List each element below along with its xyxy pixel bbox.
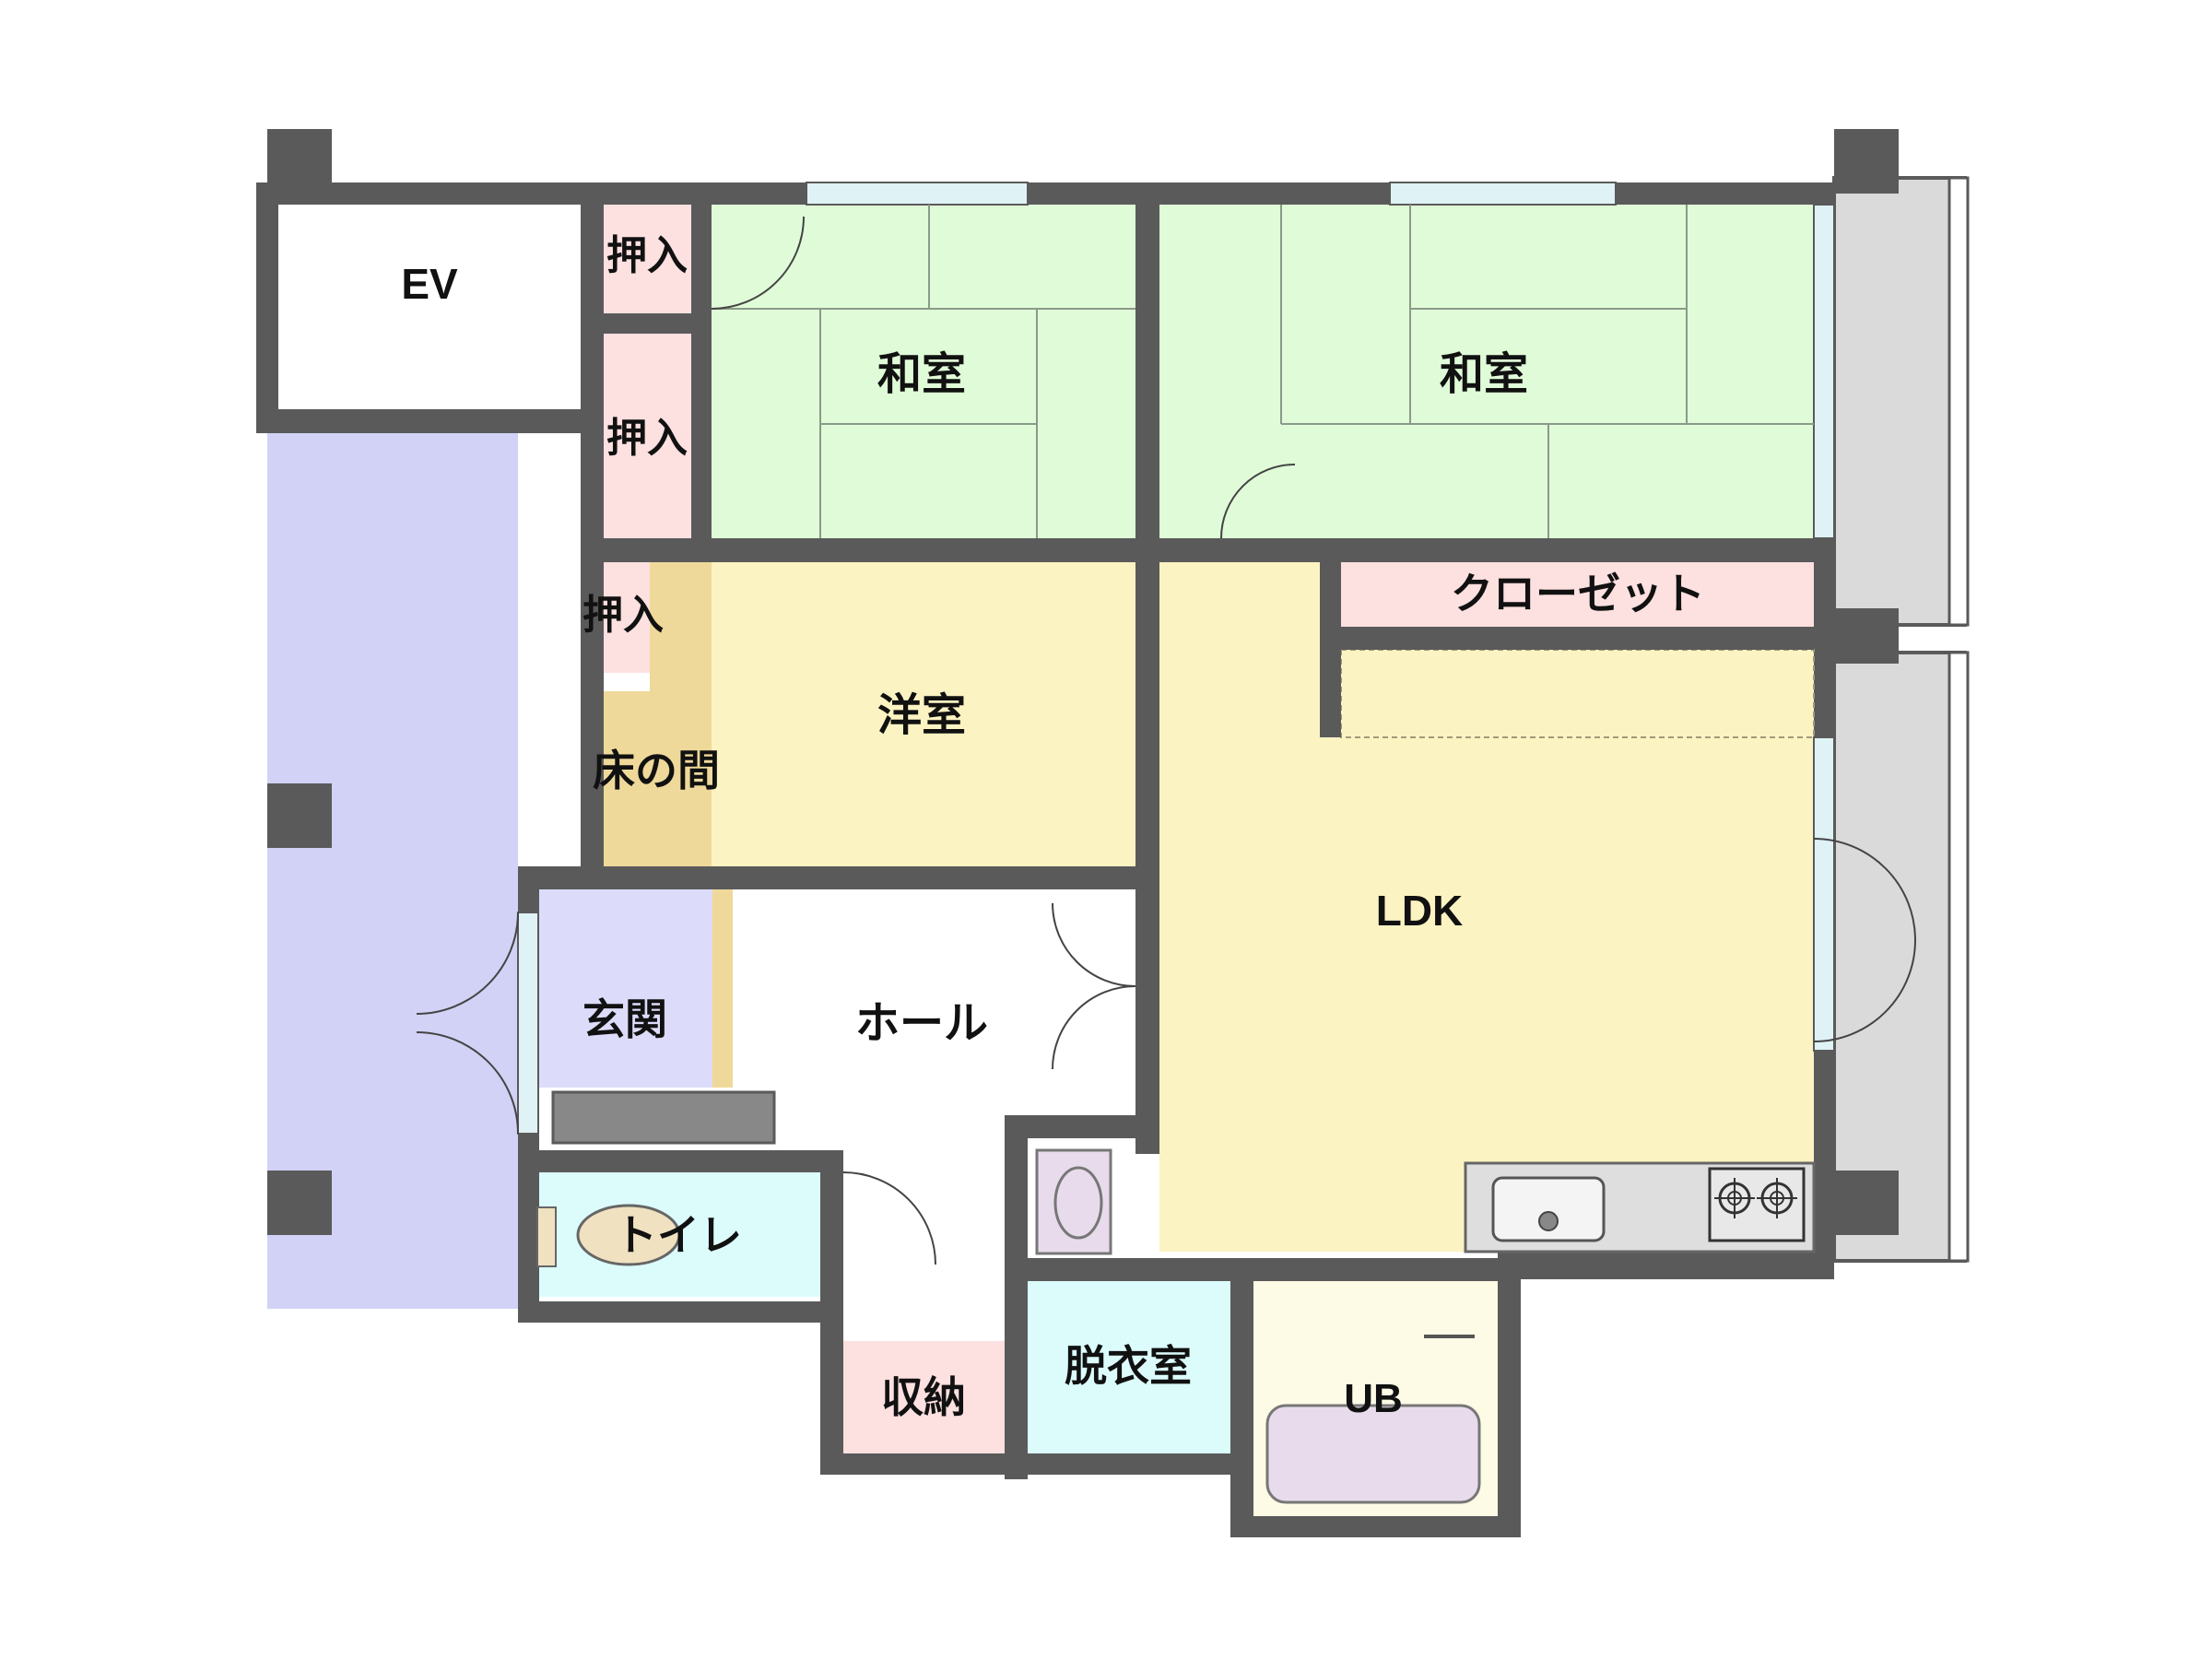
balcony-north (1832, 176, 1970, 627)
washitsu-east-floor (1159, 205, 1814, 538)
label-oshiire-1: 押入 (606, 233, 688, 278)
closet-floor (1341, 562, 1814, 627)
oshiire-2-floor (604, 334, 691, 538)
label-oshiire-2: 押入 (606, 416, 688, 461)
label-closet: クローゼット (1451, 570, 1705, 618)
gas-stove (1708, 1167, 1806, 1242)
interior-walls (518, 182, 1834, 1516)
label-washitsu-east: 和室 (1440, 350, 1528, 399)
label-tokonoma: 床の間 (593, 747, 720, 794)
oshiire-1-floor (604, 205, 691, 313)
label-genkan: 玄関 (582, 995, 667, 1043)
shuno-floor (843, 1341, 1005, 1453)
kitchen-sink (1491, 1176, 1606, 1242)
datsuishitsu-floor (1028, 1281, 1230, 1453)
windows (517, 182, 1835, 1135)
tatami-lines (712, 205, 1814, 538)
doors (416, 216, 1916, 1265)
washbasin-bowl (1053, 1166, 1103, 1240)
label-oshiire-3: 押入 (582, 593, 664, 638)
ldk-kitchen-counter-area (1340, 649, 1815, 738)
label-ub: UB (1344, 1376, 1403, 1421)
genkan-floor (539, 889, 712, 1088)
label-washitsu-west: 和室 (877, 350, 966, 399)
balcony-south (1832, 651, 1970, 1263)
tokonoma-floor (604, 691, 712, 866)
label-yoshitsu: 洋室 (877, 691, 966, 740)
yoshitsu-floor (712, 562, 1135, 866)
label-ev: EV (401, 260, 458, 308)
label-shuno: 収納 (881, 1373, 966, 1421)
room-labels: EV 押入 押入 押入 和室 和室 クローゼット 洋室 床の間 LDK 玄関 ホ… (401, 233, 1705, 1421)
label-toilet: トイレ (615, 1211, 742, 1259)
toilet-bowl (536, 1204, 681, 1267)
genkan-step (712, 889, 733, 1088)
label-datsuishitsu: 脱衣室 (1065, 1342, 1192, 1390)
label-hall: ホール (855, 999, 988, 1048)
washitsu-west-floor (712, 205, 1135, 538)
sink-drain (1538, 1211, 1559, 1231)
label-ldk: LDK (1376, 887, 1464, 935)
ev-shaft (278, 205, 581, 409)
columns (267, 129, 1899, 1235)
bathtub (1265, 1404, 1481, 1504)
shoe-cabinet (551, 1090, 776, 1145)
tokonoma-strip (650, 562, 712, 691)
common-corridor (267, 433, 518, 1309)
